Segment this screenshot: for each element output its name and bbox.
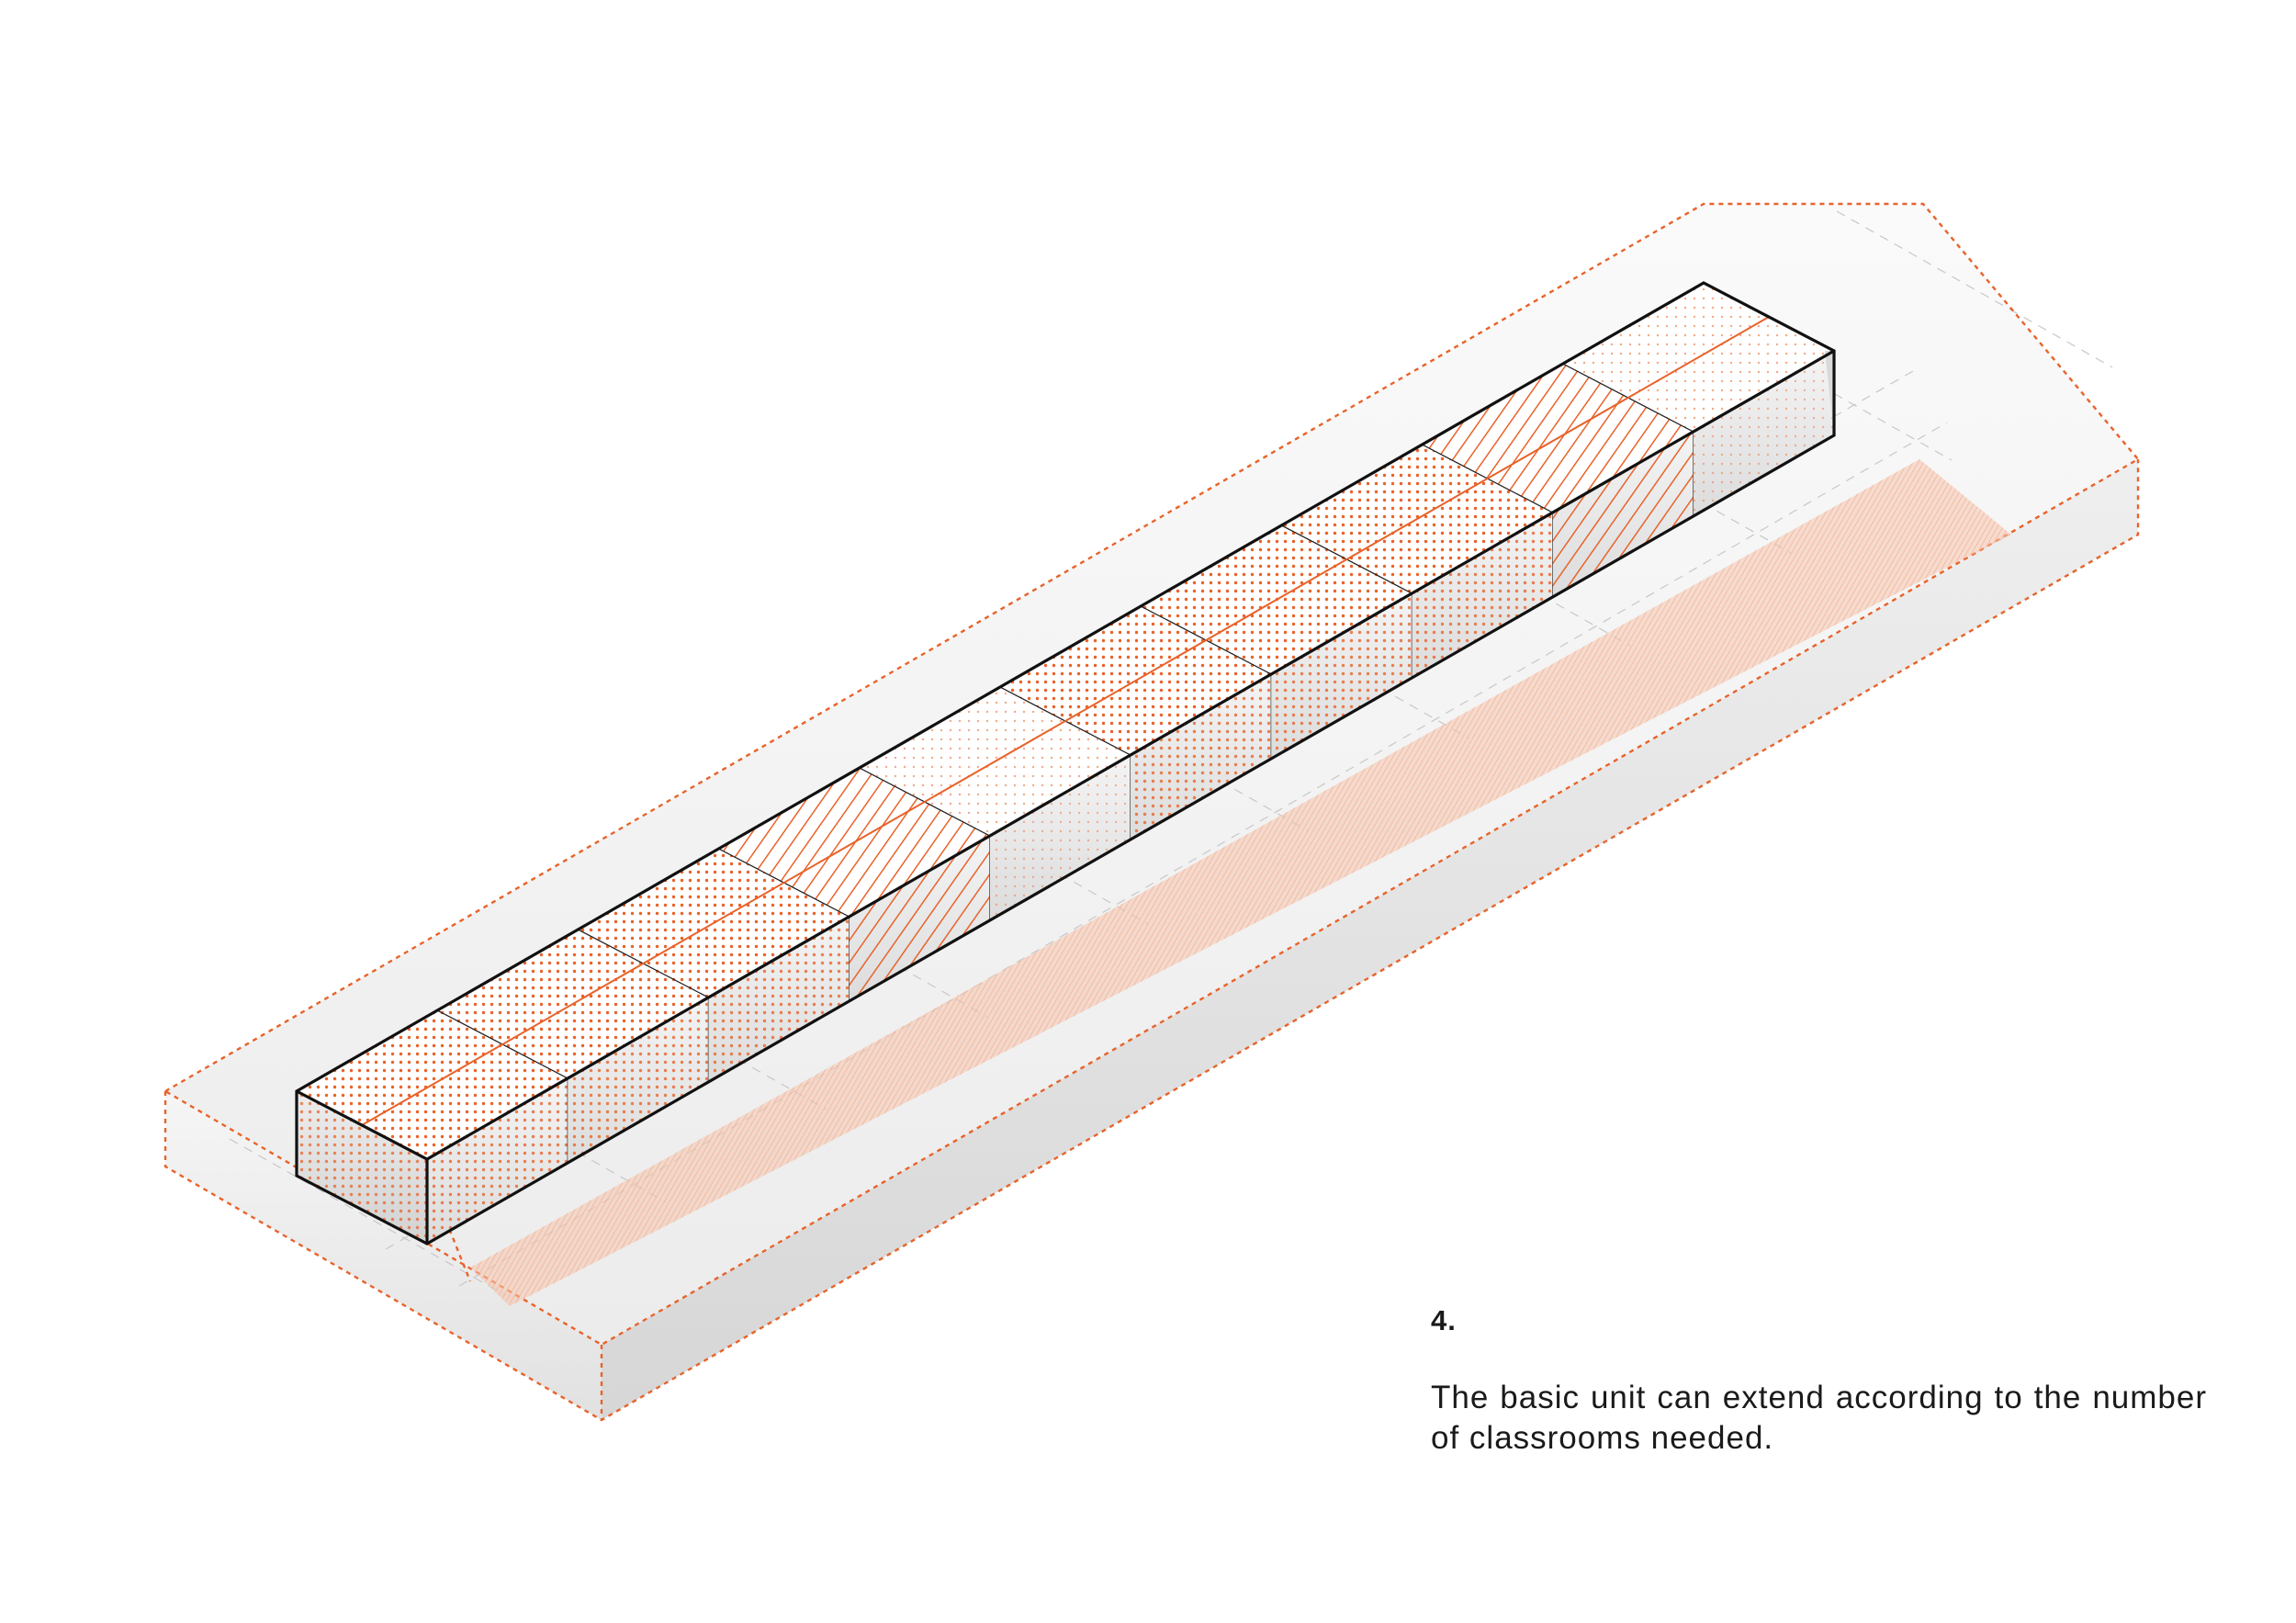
unit-wall-pattern — [989, 755, 1131, 920]
unit-wall-pattern — [1131, 674, 1272, 840]
step-number: 4. — [1431, 1304, 1457, 1336]
unit-wall-pattern — [1412, 513, 1553, 678]
courtyard-strip — [470, 459, 2011, 1306]
site-side-face — [602, 459, 2138, 1420]
unit-wall-pattern — [1552, 432, 1694, 597]
unit-wall-pattern — [427, 1078, 568, 1244]
site-envelope — [163, 202, 2140, 1347]
grid-line — [1836, 210, 2113, 368]
unit-wall-pattern — [708, 917, 850, 1082]
unit-wall-pattern — [1693, 351, 1834, 516]
caption-block: 4. The basic unit can extend according t… — [1431, 1304, 2207, 1459]
site-front-face — [165, 1091, 602, 1420]
building-outline — [295, 281, 1836, 1245]
far-end — [1825, 351, 1834, 435]
building-silhouette — [295, 281, 1836, 1245]
unit-wall-pattern — [849, 836, 990, 1001]
classroom-units — [295, 282, 1836, 1244]
courtyard-hatch — [470, 459, 2011, 1306]
ridge-line — [361, 316, 1770, 1126]
gable-end-pattern — [297, 1091, 427, 1244]
grid-line — [229, 1138, 506, 1296]
unit-wall-pattern — [1271, 593, 1412, 759]
unit-wall-pattern — [568, 997, 709, 1163]
caption-text: The basic unit can extend according to t… — [1431, 1380, 2207, 1456]
